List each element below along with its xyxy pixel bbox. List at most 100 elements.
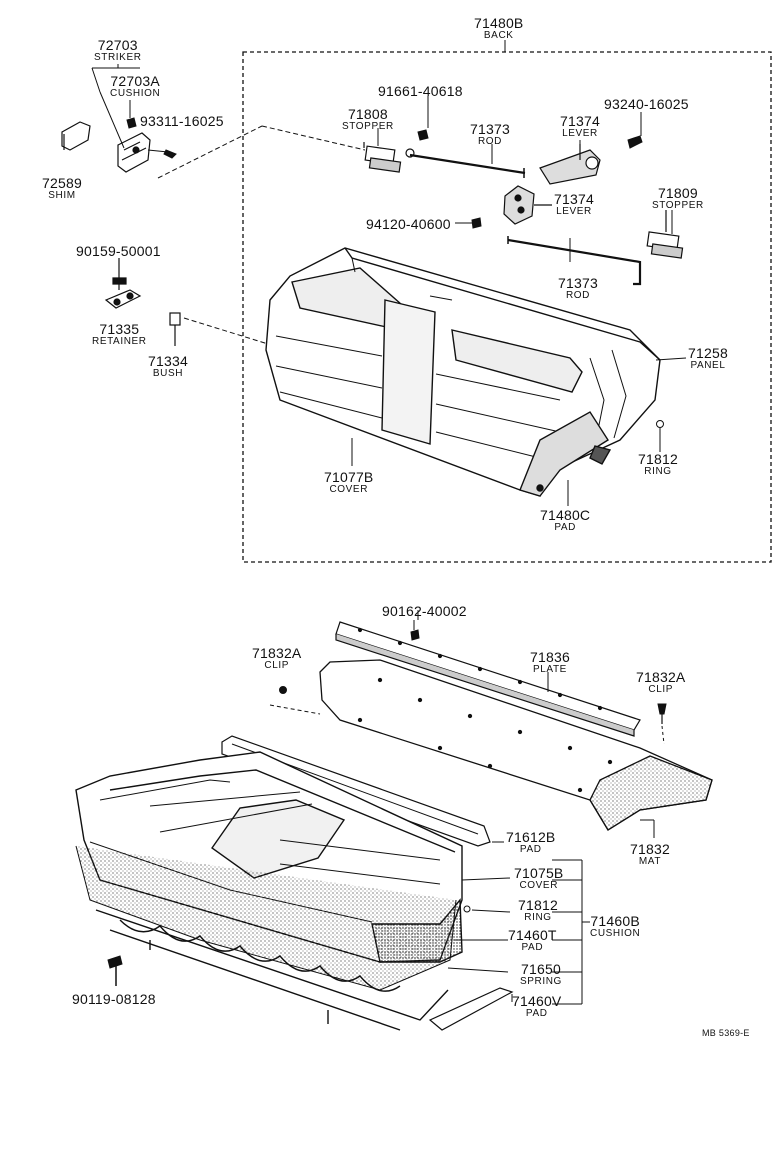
label-clip-right: 71832A CLIP — [636, 670, 685, 695]
part-name: COVER — [329, 484, 369, 495]
part-name: PAD — [519, 844, 542, 855]
striker-icon — [61, 121, 151, 173]
part-name: STRIKER — [94, 52, 142, 63]
label-cover-cushion: 71075B COVER — [514, 866, 563, 891]
part-number: 71480C — [540, 507, 591, 523]
part-name: CLIP — [264, 660, 290, 671]
label-striker: 72703 STRIKER — [94, 38, 142, 63]
label-ring-cushion: 71812 RING — [518, 898, 558, 923]
part-number: 71460B — [590, 913, 640, 929]
part-number: 71832A — [636, 669, 686, 685]
part-number: 71809 — [657, 185, 698, 201]
stopper-left-icon — [363, 142, 415, 173]
part-name: ROD — [565, 290, 590, 301]
part-number: 93240-16025 — [604, 96, 689, 112]
label-bolt-90119: 90119-08128 — [72, 992, 156, 1006]
back-assembly-frame — [242, 51, 772, 563]
label-screw-93240: 93240-16025 — [604, 97, 689, 111]
part-name: BUSH — [152, 368, 184, 379]
mat-icon — [319, 659, 713, 831]
label-pad-71460t: 71460T PAD — [508, 928, 557, 953]
part-name: RETAINER — [92, 336, 147, 347]
label-ring-back: 71812 RING — [638, 452, 678, 477]
seat-back-icon — [265, 247, 661, 497]
part-name: CUSHION — [590, 928, 641, 939]
label-plate: 71836 PLATE — [530, 650, 570, 675]
label-lever-upper: 71374 LEVER — [560, 114, 600, 139]
part-number: 72703A — [110, 73, 160, 89]
part-number: 72589 — [42, 175, 82, 191]
label-pad-back: 71480C PAD — [540, 508, 590, 533]
label-shim: 72589 SHIM — [42, 176, 82, 201]
part-number: 71812 — [518, 897, 558, 913]
retainer-icon — [104, 258, 142, 309]
part-name: PAD — [554, 522, 576, 533]
stopper-right-icon — [646, 210, 684, 259]
label-nut-91661: 91661-40618 — [378, 84, 463, 98]
nut-91661-icon — [417, 129, 429, 141]
lever-lower-icon — [503, 185, 552, 225]
seat-cushion-icon — [75, 751, 463, 991]
part-name: CLIP — [648, 684, 674, 695]
part-number: 71650 — [521, 961, 561, 977]
part-number: 71077B — [324, 469, 374, 485]
label-lever-lower: 71374 LEVER — [554, 192, 594, 217]
back-leader-lines — [351, 96, 687, 506]
part-number: 71075B — [514, 865, 564, 881]
clip-left-icon — [279, 686, 287, 694]
label-stopper-right: 71809 STOPPER — [652, 186, 704, 211]
part-name: PANEL — [690, 360, 726, 371]
screw-90162-icon — [410, 620, 420, 641]
label-nut-94120: 94120-40600 — [366, 217, 451, 231]
drawing-reference-code: MB 5369-E — [702, 1028, 750, 1038]
label-stopper-left: 71808 STOPPER — [342, 107, 394, 132]
part-number: 71480B — [474, 15, 524, 31]
part-name: COVER — [519, 880, 559, 891]
part-name: STOPPER — [652, 200, 704, 211]
part-name: PLATE — [533, 664, 567, 675]
label-rod-lower: 71373 ROD — [558, 276, 598, 301]
spring-frame-icon — [95, 909, 449, 1031]
part-name: SPRING — [520, 976, 562, 987]
part-number: 71812 — [638, 451, 678, 467]
part-name: CUSHION — [110, 88, 161, 99]
striker-leader-lines — [91, 64, 169, 153]
part-name: RING — [644, 466, 672, 477]
bush-icon — [169, 312, 181, 346]
clip-right-icon — [657, 703, 667, 724]
nut-94120-icon — [455, 217, 482, 229]
part-name: STOPPER — [342, 121, 394, 132]
label-screw-90162: 90162-40002 — [382, 604, 467, 618]
label-pad-71612: 71612B PAD — [506, 830, 555, 855]
part-number: 93311-16025 — [140, 113, 224, 129]
ring-cushion-icon — [463, 905, 471, 913]
rod-lower-icon — [507, 238, 642, 286]
part-number: 71373 — [558, 275, 598, 291]
plate-icon — [335, 621, 641, 737]
part-number: 71258 — [688, 345, 728, 361]
label-spring: 71650 SPRING — [520, 962, 562, 987]
part-name: BACK — [483, 30, 514, 41]
part-number: 71334 — [148, 353, 188, 369]
part-number: 71612B — [506, 829, 556, 845]
part-number: 71832A — [252, 645, 302, 661]
part-number: 71808 — [347, 106, 388, 122]
label-bolt-90159: 90159-50001 — [76, 244, 161, 258]
label-retainer: 71335 RETAINER — [92, 322, 147, 347]
label-panel: 71258 PANEL — [688, 346, 728, 371]
part-name: ROD — [477, 136, 502, 147]
part-number: 72703 — [97, 37, 138, 53]
label-screw-93311: 93311-16025 — [140, 114, 224, 128]
label-bush: 71334 BUSH — [148, 354, 188, 379]
part-number: 90119-08128 — [72, 991, 156, 1007]
label-cover-back: 71077B COVER — [324, 470, 373, 495]
ring-back-icon — [656, 420, 664, 452]
part-number: 71374 — [554, 191, 594, 207]
label-clip-left: 71832A CLIP — [252, 646, 301, 671]
part-number: 71373 — [470, 121, 510, 137]
bolt-90119-icon — [107, 955, 123, 986]
part-number: 94120-40600 — [366, 216, 451, 232]
screw-93240-icon — [627, 118, 643, 149]
part-number: 90159-50001 — [76, 243, 161, 259]
